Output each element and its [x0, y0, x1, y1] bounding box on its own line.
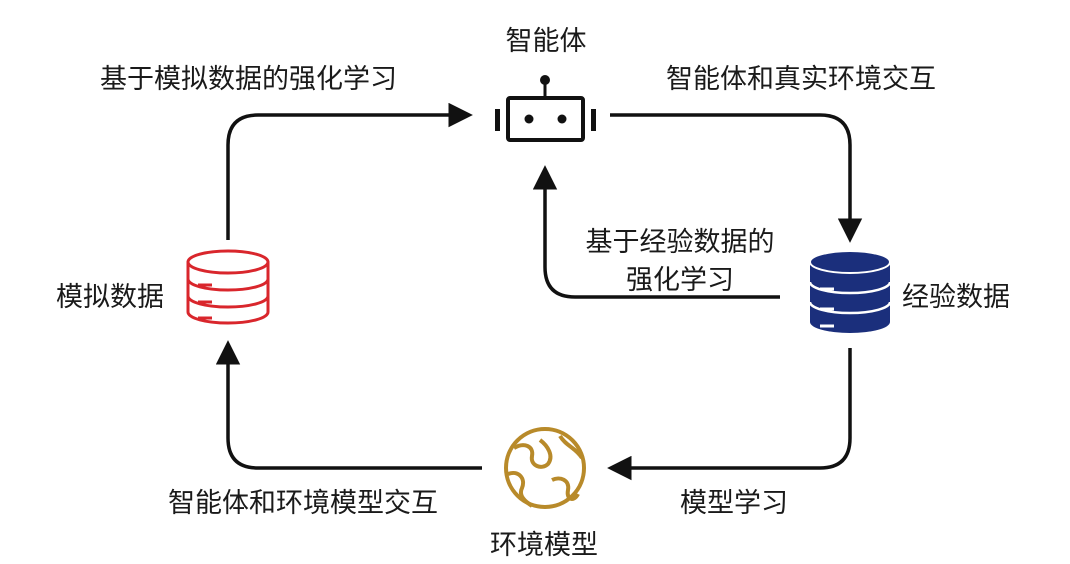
experience-data-database-icon: [808, 250, 892, 333]
robot-icon: [495, 75, 596, 142]
globe-icon: [504, 427, 586, 509]
env-model-interaction-label: 智能体和环境模型交互: [168, 488, 438, 519]
experience-data-label: 经验数据: [902, 282, 1010, 313]
agent-label: 智能体: [505, 26, 587, 57]
model-learning-label: 模型学习: [680, 488, 788, 519]
sim-rl-label: 基于模拟数据的强化学习: [100, 64, 397, 95]
simulated-data-database-icon: [186, 249, 270, 325]
real-interaction-label: 智能体和真实环境交互: [666, 64, 936, 95]
arrow-experience-rl: [532, 165, 780, 299]
arrow-model-learning: [607, 348, 852, 481]
arrow-sim-rl: [226, 102, 473, 240]
arrow-env-model-interaction: [215, 340, 482, 470]
experience-rl-label-line1: 基于经验数据的: [585, 227, 775, 258]
experience-rl-label-line2: 强化学习: [626, 265, 734, 296]
environment-model-label: 环境模型: [490, 530, 598, 561]
experience-rl-label: 基于经验数据的 强化学习: [586, 224, 775, 300]
simulated-data-label: 模拟数据: [56, 282, 164, 313]
arrow-real-interaction: [610, 113, 863, 243]
